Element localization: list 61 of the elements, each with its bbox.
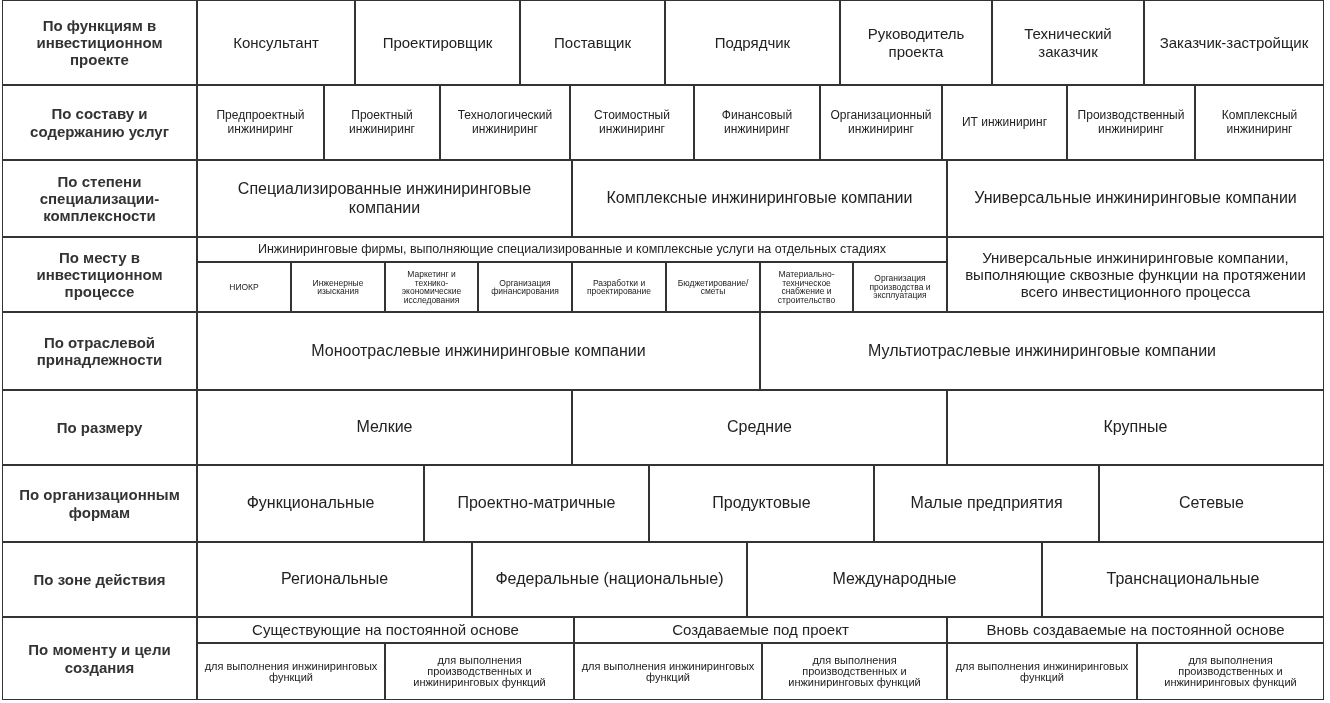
table-cell: Международные [747,542,1042,617]
table-cell: Региональные [197,542,472,617]
table-cell: Консультант [197,0,355,85]
table-cell: Моноотраслевые инжиниринговые компании [197,312,760,390]
table-cell: Вновь создаваемые на постоянной основе [947,617,1324,643]
table-cell: Организационный инжиниринг [820,85,942,160]
table-cell: Мультиотраслевые инжиниринговые компании [760,312,1324,390]
row-header: По отраслевой принадлежности [2,312,197,390]
table-cell: Подрядчик [665,0,840,85]
table-cell: для выполнения инжиниринговых функций [574,643,762,700]
table-cell: Малые предприятия [874,465,1099,542]
table-cell: Заказчик-застройщик [1144,0,1324,85]
table-cell: Бюджетирование/сметы [666,262,760,312]
table-cell: Проектировщик [355,0,520,85]
table-cell: для выполнения инжиниринговых функций [947,643,1137,700]
row-header: По зоне действия [2,542,197,617]
table-cell: Сетевые [1099,465,1324,542]
table-cell: Технический заказчик [992,0,1144,85]
table-cell: Финансовый инжиниринг [694,85,820,160]
table-cell: Маркетинг и технико-экономические исследования [385,262,478,312]
row-header: По составу и содержанию услуг [2,85,197,160]
table-cell: Средние [572,390,947,465]
table-cell: Комплексные инжиниринговые компании [572,160,947,237]
table-cell: Инженерные изыскания [291,262,385,312]
table-cell: Материально-техническое снабжение и строительство [760,262,853,312]
table-cell: для выполнения производственных и инжиниринговых функций [385,643,574,700]
row-header: По моменту и цели создания [2,617,197,700]
table-cell: Универсальные инжиниринговые компании [947,160,1324,237]
table-cell: Проектно-матричные [424,465,649,542]
table-cell: Комплексный инжиниринг [1195,85,1324,160]
table-cell: для выполнения производственных и инжиниринговых функций [762,643,947,700]
table-cell: Проектный инжиниринг [324,85,440,160]
table-cell: для выполнения инжиниринговых функций [197,643,385,700]
table-cell: Создаваемые под проект [574,617,947,643]
row-header: По функциям в инвестиционном проекте [2,0,197,85]
table-cell: Поставщик [520,0,665,85]
table-cell: Производственный инжиниринг [1067,85,1195,160]
table-cell: Федеральные (национальные) [472,542,747,617]
table-cell: ИТ инжиниринг [942,85,1067,160]
table-cell: НИОКР [197,262,291,312]
table-cell: Стоимостный инжиниринг [570,85,694,160]
table-cell: Инжиниринговые фирмы, выполняющие специализированные и комплексные услуги на отдельных стадиях [197,237,947,262]
table-cell: Продуктовые [649,465,874,542]
table-cell: Универсальные инжиниринговые компании, выполняющие сквозные функции на протяжении всего инвестиционного процесса [947,237,1324,312]
table-cell: Специализированные инжиниринговые компании [197,160,572,237]
table-cell: для выполнения производственных и инжиниринговых функций [1137,643,1324,700]
table-cell: Руководитель проекта [840,0,992,85]
table-cell: Организация производства и эксплуатация [853,262,947,312]
table-cell: Предпроектный инжиниринг [197,85,324,160]
table-cell: Мелкие [197,390,572,465]
table-cell: Технологический инжиниринг [440,85,570,160]
table-cell: Крупные [947,390,1324,465]
table-cell: Транснациональные [1042,542,1324,617]
table-cell: Разработки и проектирование [572,262,666,312]
table-cell: Организация финансирования [478,262,572,312]
table-cell: Функциональные [197,465,424,542]
row-header: По степени специализации-комплексности [2,160,197,237]
row-header: По размеру [2,390,197,465]
row-header: По организационным формам [2,465,197,542]
table-cell: Существующие на постоянной основе [197,617,574,643]
row-header: По месту в инвестиционном процессе [2,237,197,312]
